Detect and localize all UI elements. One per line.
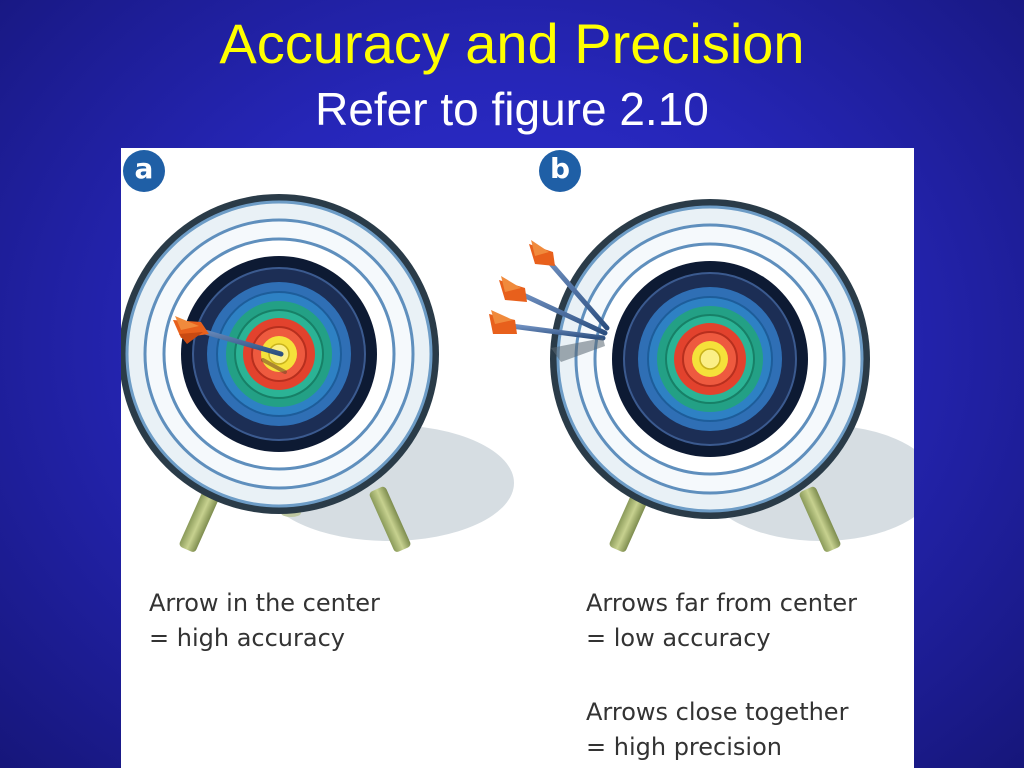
target-b-leg-right [799,486,841,552]
panel-b-caption-accuracy: Arrows far from center = low accuracy [586,586,857,656]
target-a-leg-right [369,486,411,552]
figure-panel: a b Arrow in the center = high accuracy … [121,148,914,768]
caption-line: Arrow in the center [149,589,380,617]
target-b-arrow-1 [529,240,610,331]
caption-line: = low accuracy [586,624,771,652]
target-b-leg-left [609,486,651,552]
caption-line: Arrows far from center [586,589,857,617]
panel-a-badge: a [123,150,165,192]
target-a-arrow [173,316,287,374]
target-b [489,199,914,552]
targets-illustration [121,194,914,552]
caption-line: = high precision [586,733,782,761]
slide-subtitle: Refer to figure 2.10 [315,83,709,135]
panel-a-caption: Arrow in the center = high accuracy [149,586,380,656]
target-b-arrow-3 [489,310,606,341]
target-a [121,194,514,552]
target-a-leg-left [179,486,221,552]
slide-title: Accuracy and Precision [219,12,805,75]
target-b-arrow-shadow [551,338,605,362]
target-b-arrow-2 [499,276,608,336]
panel-b-caption-precision: Arrows close together = high precision [586,695,848,765]
caption-line: Arrows close together [586,698,849,726]
panel-b-badge: b [539,150,581,192]
caption-line: = high accuracy [149,624,345,652]
